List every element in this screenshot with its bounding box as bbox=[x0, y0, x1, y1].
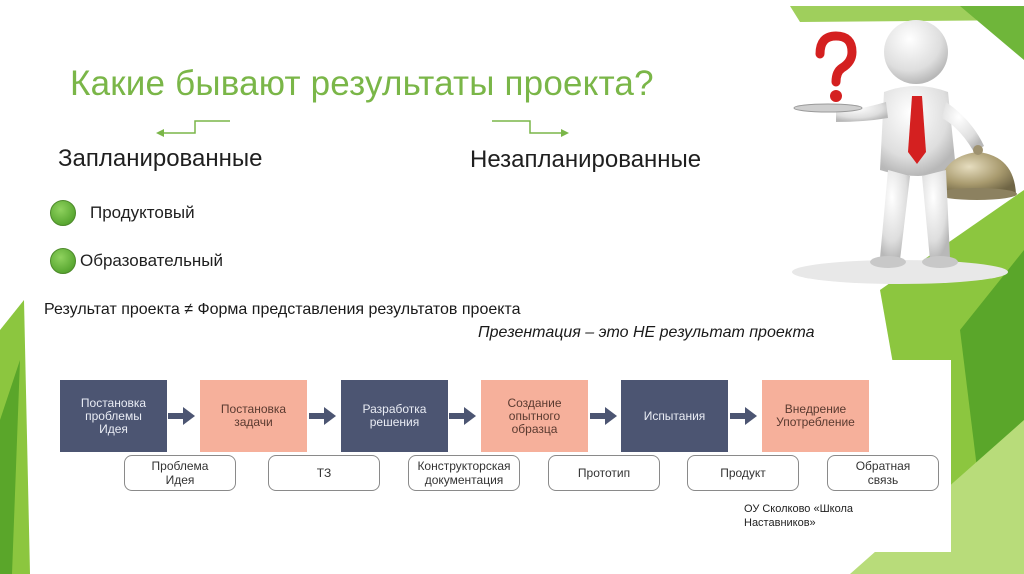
stage-box: Создание опытного образца bbox=[481, 380, 588, 452]
outcome-box: Обратная связь bbox=[827, 455, 939, 491]
arrow-right-icon bbox=[168, 407, 195, 425]
bullet-label: Образовательный bbox=[80, 251, 224, 270]
outcome-box: Продукт bbox=[687, 455, 799, 491]
stage-box: Испытания bbox=[621, 380, 728, 452]
outcome-box: Проблема Идея bbox=[124, 455, 236, 491]
green-bullet-icon bbox=[50, 200, 76, 226]
arrow-right-icon bbox=[449, 407, 476, 425]
stage-box: Постановка проблемы Идея bbox=[60, 380, 167, 452]
source-note: ОУ Сколково «Школа Наставников» bbox=[744, 503, 854, 529]
outcome-box: Конструкторская документация bbox=[408, 455, 520, 491]
stage-box: Постановка задачи bbox=[200, 380, 307, 452]
planned-heading: Запланированные bbox=[58, 145, 263, 172]
waiter-figure-icon bbox=[792, 20, 1017, 284]
result-statement: Результат проекта ≠ Форма представления … bbox=[44, 301, 521, 318]
presentation-note: Презентация – это НЕ результат проекта bbox=[478, 324, 815, 341]
green-bullet-icon bbox=[50, 248, 76, 274]
arrow-right-icon bbox=[309, 407, 336, 425]
stage-box: Разработка решения bbox=[341, 380, 448, 452]
arrow-right-icon bbox=[590, 407, 617, 425]
slide-title: Какие бывают результаты проекта? bbox=[70, 64, 654, 103]
bullet-item-product: Продуктовый bbox=[50, 199, 195, 227]
question-mark-icon bbox=[815, 31, 857, 102]
arrow-right-icon bbox=[730, 407, 757, 425]
bullet-item-educational: Образовательный bbox=[50, 247, 223, 275]
unplanned-heading: Незапланированные bbox=[470, 146, 702, 173]
stage-box: Внедрение Употребление bbox=[762, 380, 869, 452]
outcome-box: Прототип bbox=[548, 455, 660, 491]
outcome-box: ТЗ bbox=[268, 455, 380, 491]
bullet-label: Продуктовый bbox=[90, 203, 195, 222]
